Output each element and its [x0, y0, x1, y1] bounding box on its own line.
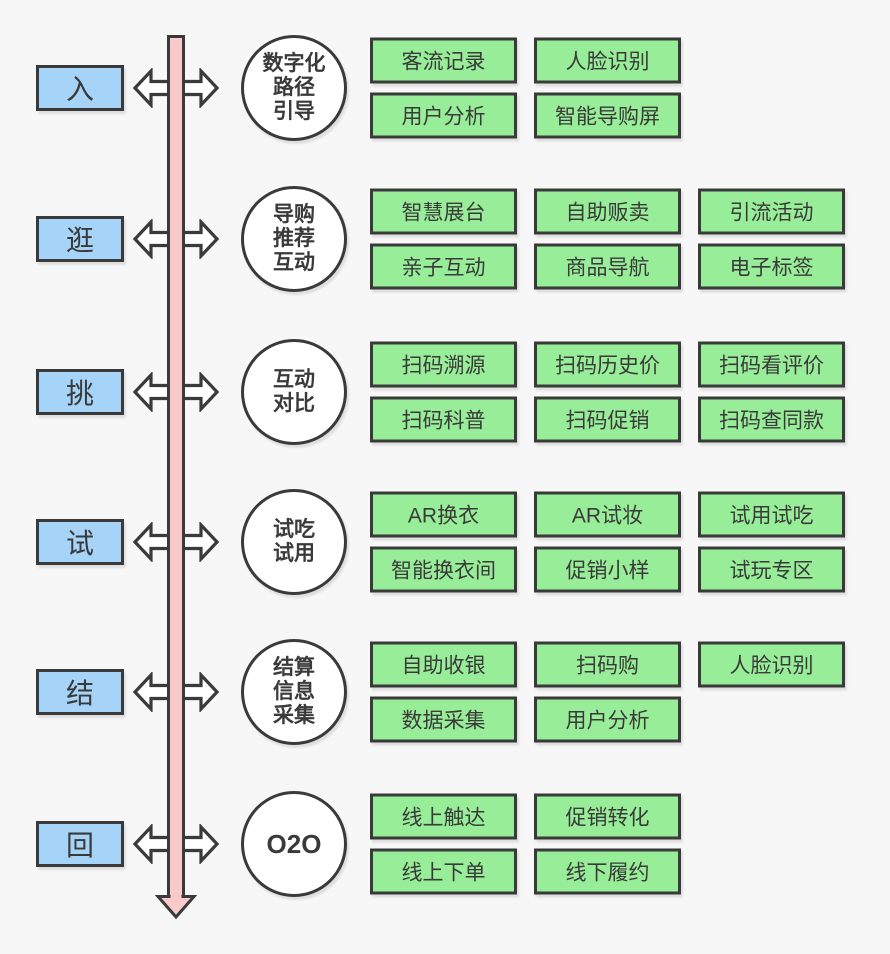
circle-label-line: 互动 — [273, 368, 315, 391]
journey-row-checkout: 结 结算 信息 采集 自助收银 扫码购 人脸识别 数据采集 用户分析 — [0, 617, 890, 767]
items-row-bottom: 智能换衣间 促销小样 试玩专区 — [370, 546, 845, 593]
items-row-top: 自助收银 扫码购 人脸识别 — [370, 641, 845, 688]
circle-label-line: 导购 — [273, 203, 315, 226]
circle-label-line: O2O — [266, 829, 322, 859]
item-box: 扫码历史价 — [534, 341, 681, 388]
items-row-top: AR换衣 AR试妆 试用试吃 — [370, 491, 845, 538]
items-grid: 扫码溯源 扫码历史价 扫码看评价 扫码科普 扫码促销 扫码查同款 — [370, 341, 845, 443]
item-box: AR换衣 — [370, 491, 517, 538]
circle-label-line: 试用 — [273, 542, 315, 565]
items-grid: 自助收银 扫码购 人脸识别 数据采集 用户分析 — [370, 641, 845, 743]
items-row-bottom: 亲子互动 商品导航 电子标签 — [370, 243, 845, 290]
double-arrow-icon — [133, 824, 219, 864]
stage-circle-browse: 导购 推荐 互动 — [241, 186, 347, 292]
stage-circle-checkout: 结算 信息 采集 — [241, 639, 347, 745]
stage-box-try: 试 — [36, 519, 124, 565]
item-box: 电子标签 — [698, 243, 845, 290]
circle-label-line: 采集 — [273, 704, 315, 727]
items-row-top: 线上触达 促销转化 — [370, 793, 681, 840]
stage-label: 试 — [65, 528, 94, 559]
item-box: 用户分析 — [370, 92, 517, 139]
double-arrow-icon — [133, 522, 219, 562]
items-grid: 智慧展台 自助贩卖 引流活动 亲子互动 商品导航 电子标签 — [370, 188, 845, 290]
items-row-top: 扫码溯源 扫码历史价 扫码看评价 — [370, 341, 845, 388]
item-box: 人脸识别 — [698, 641, 845, 688]
item-box: 线上触达 — [370, 793, 517, 840]
circle-label-line: 互动 — [273, 251, 315, 274]
circle-label-line: 引导 — [273, 100, 315, 123]
double-arrow-icon — [133, 219, 219, 259]
stage-label: 逛 — [65, 225, 94, 256]
items-row-bottom: 用户分析 智能导购屏 — [370, 92, 681, 139]
item-box: 线上下单 — [370, 848, 517, 895]
items-grid: 线上触达 促销转化 线上下单 线下履约 — [370, 793, 681, 895]
item-box: 商品导航 — [534, 243, 681, 290]
item-box: 扫码购 — [534, 641, 681, 688]
stage-circle-enter: 数字化 路径 引导 — [241, 35, 347, 141]
item-box: 人脸识别 — [534, 37, 681, 84]
item-box: 自助贩卖 — [534, 188, 681, 235]
circle-label-line: 路径 — [273, 76, 315, 99]
item-box: 扫码溯源 — [370, 341, 517, 388]
journey-row-enter: 入 数字化 路径 引导 客流记录 人脸识别 用户分析 智能导购屏 — [0, 13, 890, 163]
stage-circle-return: O2O — [241, 791, 347, 897]
items-row-top: 智慧展台 自助贩卖 引流活动 — [370, 188, 845, 235]
stage-label: 入 — [65, 74, 94, 105]
items-grid: 客流记录 人脸识别 用户分析 智能导购屏 — [370, 37, 681, 139]
item-box: 试玩专区 — [698, 546, 845, 593]
double-arrow-icon — [133, 372, 219, 412]
stage-box-return: 回 — [36, 821, 124, 867]
circle-label-line: 信息 — [273, 680, 315, 703]
item-box: 引流活动 — [698, 188, 845, 235]
stage-label: 回 — [65, 830, 94, 861]
stage-box-browse: 逛 — [36, 216, 124, 262]
items-row-top: 客流记录 人脸识别 — [370, 37, 681, 84]
item-box: 亲子互动 — [370, 243, 517, 290]
items-grid: AR换衣 AR试妆 试用试吃 智能换衣间 促销小样 试玩专区 — [370, 491, 845, 593]
journey-row-pick: 挑 互动 对比 扫码溯源 扫码历史价 扫码看评价 扫码科普 扫码促销 扫码查同款 — [0, 317, 890, 467]
item-box: 扫码看评价 — [698, 341, 845, 388]
circle-label-line: 试吃 — [273, 518, 315, 541]
item-box: 促销小样 — [534, 546, 681, 593]
stage-box-pick: 挑 — [36, 369, 124, 415]
circle-label-line: 数字化 — [262, 52, 326, 75]
item-box: 扫码科普 — [370, 396, 517, 443]
item-box: 扫码促销 — [534, 396, 681, 443]
items-row-bottom: 扫码科普 扫码促销 扫码查同款 — [370, 396, 845, 443]
stage-circle-try: 试吃 试用 — [241, 489, 347, 595]
item-box: 数据采集 — [370, 696, 517, 743]
circle-label-line: 对比 — [273, 392, 315, 415]
item-box: 扫码查同款 — [698, 396, 845, 443]
journey-row-return: 回 O2O 线上触达 促销转化 线上下单 线下履约 — [0, 769, 890, 919]
stage-label: 结 — [65, 678, 94, 709]
double-arrow-icon — [133, 68, 219, 108]
circle-label-line: 推荐 — [273, 227, 315, 250]
item-box: 线下履约 — [534, 848, 681, 895]
stage-label: 挑 — [65, 378, 94, 409]
stage-box-checkout: 结 — [36, 669, 124, 715]
journey-row-browse: 逛 导购 推荐 互动 智慧展台 自助贩卖 引流活动 亲子互动 商品导航 电子标签 — [0, 164, 890, 314]
item-box: 智能换衣间 — [370, 546, 517, 593]
double-arrow-icon — [133, 672, 219, 712]
journey-row-try: 试 试吃 试用 AR换衣 AR试妆 试用试吃 智能换衣间 促销小样 试玩专区 — [0, 467, 890, 617]
item-box: 智慧展台 — [370, 188, 517, 235]
item-box: 客流记录 — [370, 37, 517, 84]
item-box: 试用试吃 — [698, 491, 845, 538]
stage-box-enter: 入 — [36, 65, 124, 111]
circle-label-line: 结算 — [273, 656, 315, 679]
items-row-bottom: 数据采集 用户分析 — [370, 696, 845, 743]
item-box: 促销转化 — [534, 793, 681, 840]
item-box: 自助收银 — [370, 641, 517, 688]
item-box: 智能导购屏 — [534, 92, 681, 139]
item-box: AR试妆 — [534, 491, 681, 538]
item-box: 用户分析 — [534, 696, 681, 743]
stage-circle-pick: 互动 对比 — [241, 339, 347, 445]
items-row-bottom: 线上下单 线下履约 — [370, 848, 681, 895]
